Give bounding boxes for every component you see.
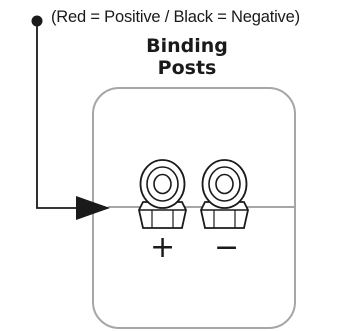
negative-symbol: − [214,230,240,265]
polarity-callout-text: (Red = Positive / Black = Negative) [51,8,300,26]
diagram-title-line1: Binding [146,35,228,57]
negative-terminal-post [200,159,249,229]
negative-post-hole [215,173,234,195]
arrowhead-right-icon [76,196,110,220]
diagram-title-line2: Posts [157,57,217,79]
positive-post-hole [153,173,172,195]
positive-symbol: + [150,230,176,265]
positive-terminal-post [138,159,187,229]
